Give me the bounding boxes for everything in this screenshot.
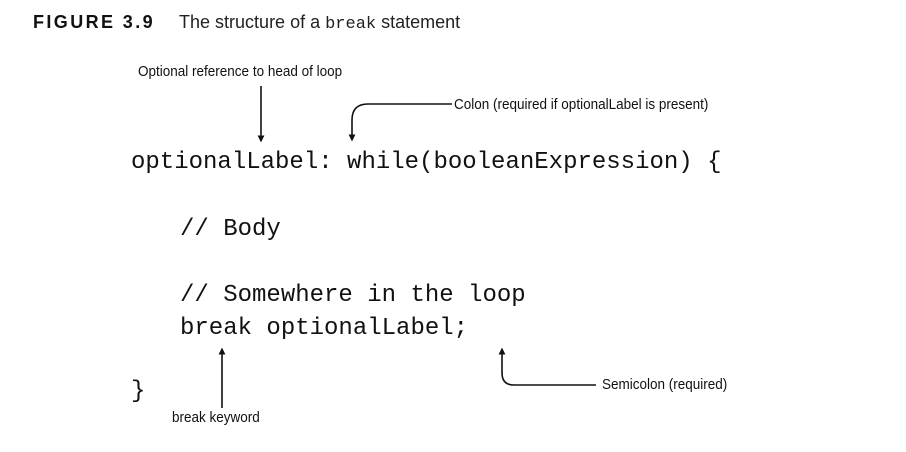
break-keyword-annotation: break keyword xyxy=(172,409,260,426)
caption-keyword: break xyxy=(325,15,377,34)
code-line-somewhere-comment: // Somewhere in the loop xyxy=(180,282,526,309)
figure-caption: The structure of a break statement xyxy=(179,12,460,34)
semicolon-arrow xyxy=(498,347,596,386)
semicolon-annotation: Semicolon (required) xyxy=(602,376,728,393)
code-line-closing-brace: } xyxy=(131,378,146,405)
code-line-body-comment: // Body xyxy=(180,216,281,243)
label-reference-annotation: Optional reference to head of loop xyxy=(138,63,343,80)
figure-header: FIGURE 3.9 The structure of a break stat… xyxy=(33,12,460,38)
colon-annotation: Colon (required if optionalLabel is pres… xyxy=(454,96,709,113)
colon-arrow xyxy=(348,103,452,142)
code-line-break-statement: break optionalLabel; xyxy=(180,315,469,342)
code-line-loop-header: optionalLabel: while(booleanExpression) … xyxy=(131,149,722,176)
caption-text-end: statement xyxy=(376,12,461,32)
caption-text-start: The structure of a xyxy=(179,12,326,32)
figure-number: FIGURE 3.9 xyxy=(33,12,156,32)
